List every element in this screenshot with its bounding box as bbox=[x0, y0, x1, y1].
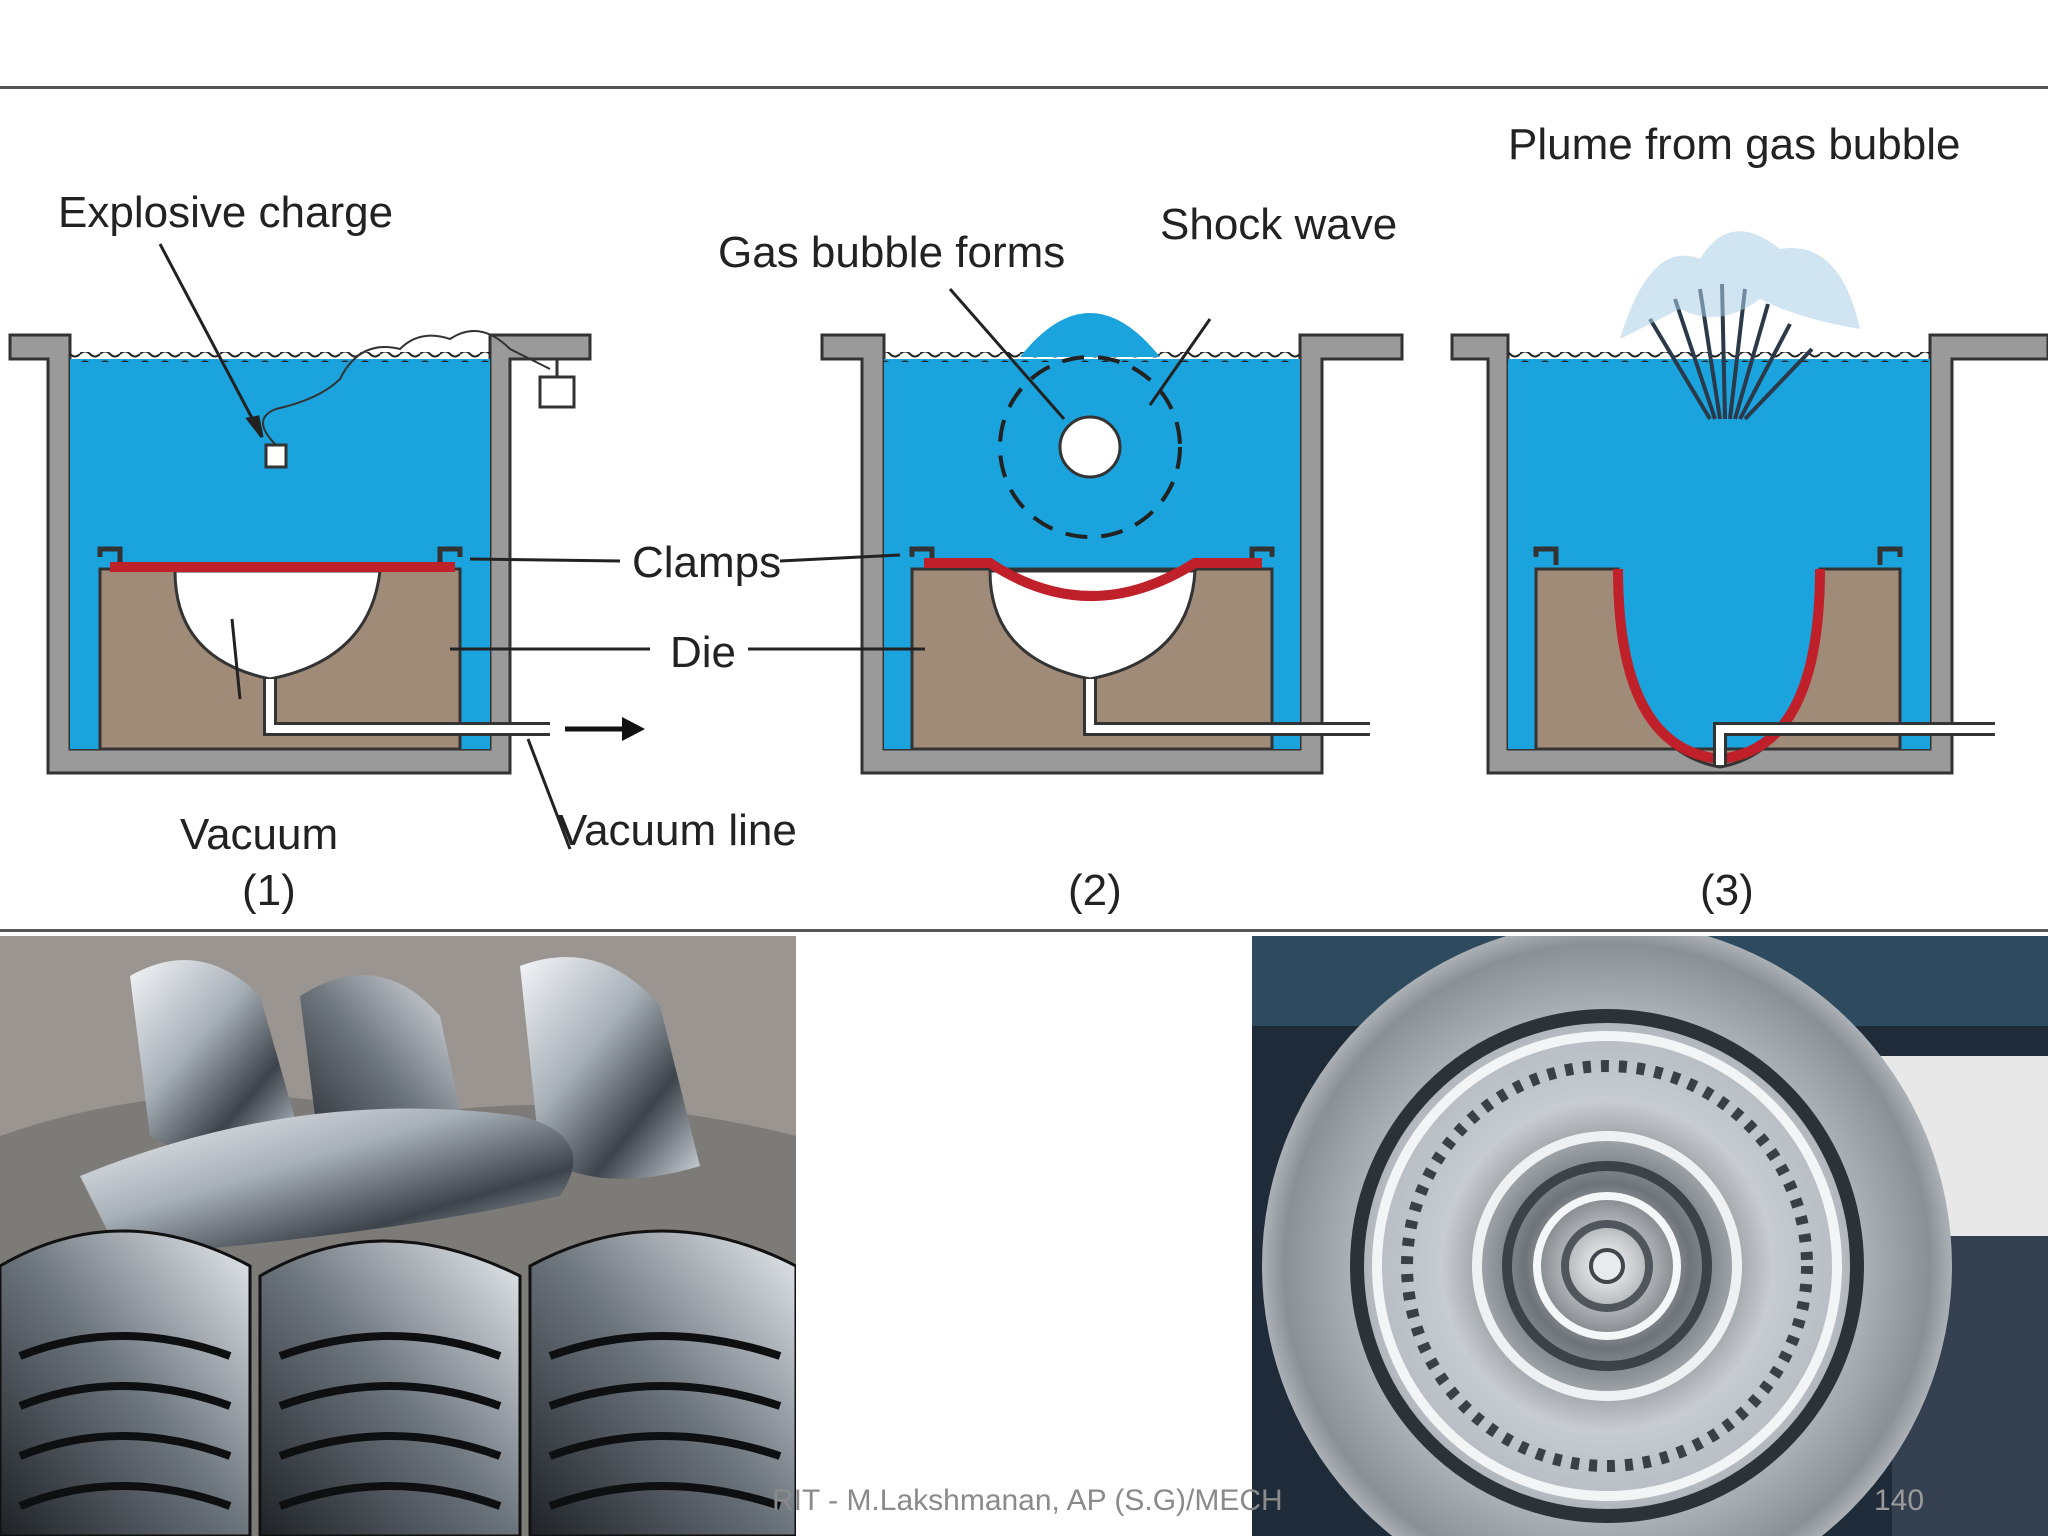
label-clamps: Clamps bbox=[632, 538, 781, 587]
leader-lines bbox=[158, 243, 1212, 850]
tank-2-sheet bbox=[924, 558, 1262, 601]
diagram-canvas: Explosive charge Gas bubble forms Shock … bbox=[8, 120, 2048, 915]
label-shock-wave: Shock wave bbox=[1160, 200, 1397, 249]
tank-1-clamp-right bbox=[437, 546, 463, 565]
label-step-1: (1) bbox=[242, 866, 296, 915]
tank-1-clamp-left bbox=[97, 546, 123, 565]
slide-number: 140 bbox=[1874, 1484, 1925, 1517]
explosive-forming-diagram: Explosive charge Gas bubble forms Shock … bbox=[0, 86, 2048, 932]
detonator-wire bbox=[262, 330, 551, 446]
label-step-2: (2) bbox=[1068, 866, 1122, 915]
detonator-plunger bbox=[538, 375, 576, 409]
gas-bubble bbox=[1058, 415, 1122, 479]
footer-author: RIT - M.Lakshmanan, AP (S.G)/MECH bbox=[772, 1484, 1283, 1517]
photo-explosive-formed-parts bbox=[0, 936, 796, 1536]
tank-2-vacuum-cavity bbox=[988, 569, 1197, 681]
photo-right-art bbox=[1252, 936, 2048, 1536]
photo-explosive-formed-disc bbox=[1252, 936, 2048, 1536]
label-explosive-charge: Explosive charge bbox=[58, 188, 393, 237]
shock-wave-circle bbox=[998, 355, 1182, 539]
label-vacuum: Vacuum bbox=[180, 810, 338, 859]
label-die: Die bbox=[670, 628, 736, 677]
label-gas-bubble-forms: Gas bubble forms bbox=[718, 228, 1065, 277]
label-plume: Plume from gas bubble bbox=[1508, 120, 1960, 169]
tank-1-vacuum-cavity bbox=[173, 569, 382, 681]
tank-3 bbox=[1450, 231, 2048, 775]
vacuum-flow-arrow bbox=[622, 717, 645, 741]
label-step-3: (3) bbox=[1700, 866, 1754, 915]
tank-2 bbox=[820, 313, 1404, 775]
photo-left-art bbox=[0, 936, 796, 1536]
tank-1 bbox=[8, 330, 645, 775]
tank-1-sheet bbox=[110, 562, 455, 572]
label-vacuum-line: Vacuum line bbox=[558, 806, 797, 855]
explosive-charge-block bbox=[264, 443, 288, 469]
